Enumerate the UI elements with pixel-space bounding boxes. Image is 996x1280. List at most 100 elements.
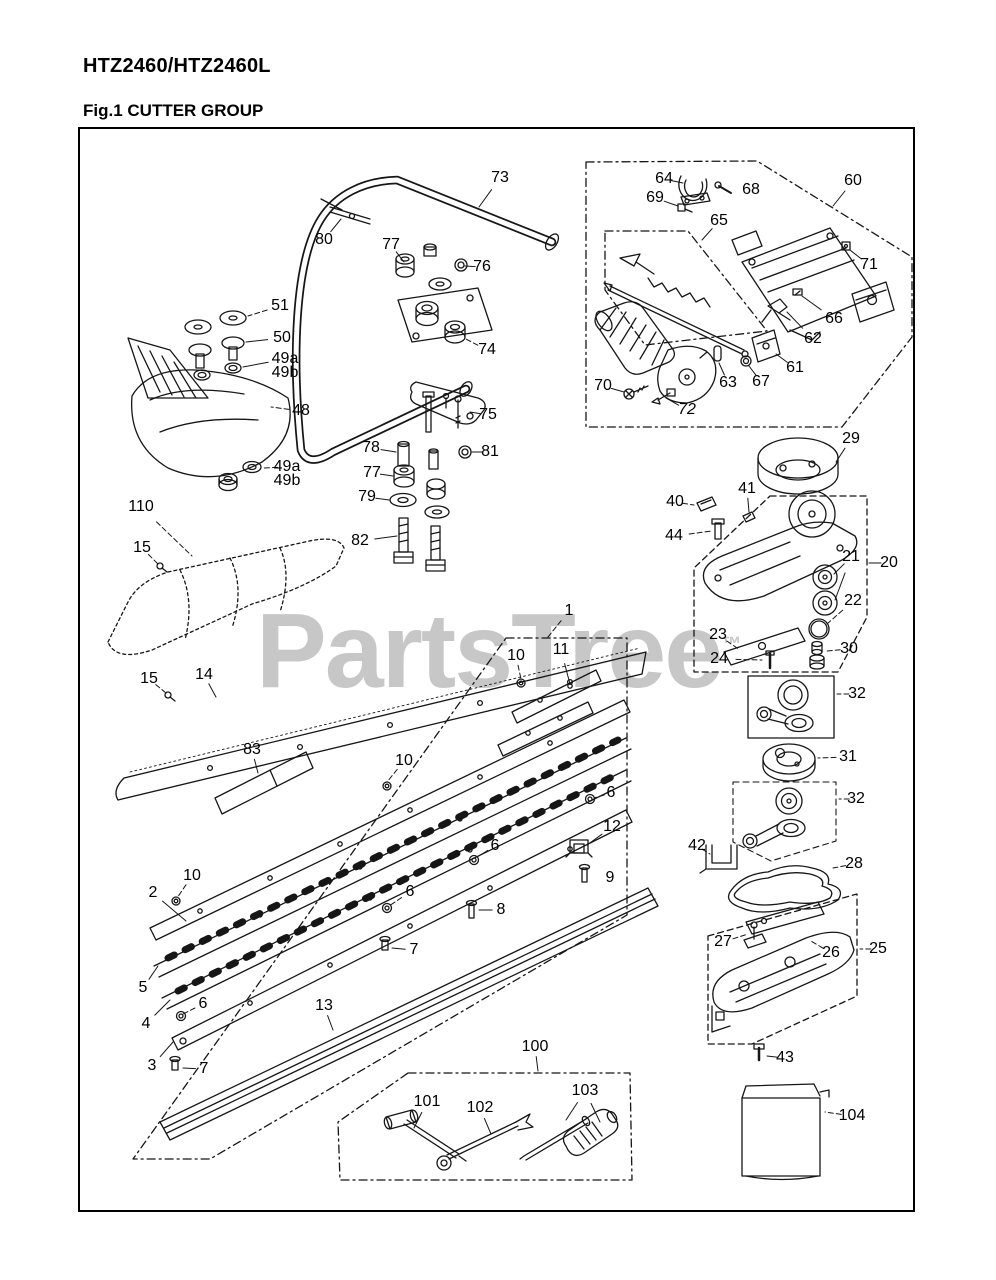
part-callout-65: 65 [710, 212, 728, 229]
levers-61-62-63-66-67 [713, 288, 803, 367]
clamp-plate-75 [410, 381, 486, 433]
part-callout-14: 14 [195, 666, 213, 683]
watermark-tm: ™ [721, 633, 742, 656]
wrench-102 [436, 1113, 534, 1171]
washer-stack-51-50-49 [184, 310, 262, 492]
part-callout-51: 51 [271, 297, 289, 314]
part-callout-31: 31 [839, 748, 857, 765]
figure-border [78, 127, 915, 1212]
group-box-20 [693, 495, 868, 673]
blade-cover-110 [107, 538, 345, 656]
part-callout-77: 77 [363, 464, 381, 481]
part-callout-66: 66 [825, 310, 843, 327]
lower-housing-25 [711, 931, 855, 1062]
tool-kit-box-100 [337, 1072, 633, 1181]
blade-5 [153, 736, 632, 978]
part-callout-20: 20 [880, 554, 898, 571]
clip-42 [699, 844, 738, 874]
part-callout-101: 101 [413, 1093, 441, 1110]
strips-11 [497, 669, 602, 757]
part-callout-64: 64 [655, 170, 673, 187]
part-callout-6: 6 [606, 784, 616, 801]
part-callout-26: 26 [822, 944, 840, 961]
sticker-83 [214, 751, 314, 815]
part-callout-11: 11 [552, 641, 570, 658]
part-callout-68: 68 [742, 181, 760, 198]
conrod-32-lower [732, 781, 837, 862]
part-callout-27: 27 [714, 933, 732, 950]
part-callout-6: 6 [198, 995, 208, 1012]
part-callout-6: 6 [405, 883, 415, 900]
part-callout-10: 10 [507, 647, 525, 664]
part-callout-25: 25 [869, 940, 887, 957]
part-callout-62: 62 [804, 330, 822, 347]
group-box-65 [604, 230, 768, 346]
part-callout-21: 21 [842, 548, 860, 565]
part-callout-75: 75 [479, 406, 497, 423]
part-callout-100: 100 [521, 1038, 549, 1055]
grip-assembly-60 [594, 301, 717, 404]
part-callout-80: 80 [315, 231, 333, 248]
part-callout-6: 6 [490, 837, 500, 854]
blade-4 [161, 769, 632, 1010]
conrod-32-upper [747, 675, 835, 739]
part-callout-5: 5 [138, 979, 148, 996]
part-callout-41: 41 [738, 480, 756, 497]
plate-26-27 [743, 901, 825, 949]
bearings-21-22 [808, 564, 838, 640]
fastener-column [389, 440, 472, 572]
part-callout-82: 82 [351, 532, 369, 549]
screws-68-69 [677, 181, 732, 213]
part-callout-43: 43 [776, 1049, 794, 1066]
part-callout-28: 28 [845, 855, 863, 872]
figure-title: Fig.1 CUTTER GROUP [83, 101, 264, 120]
part-callout-15: 15 [140, 670, 158, 687]
part-callout-70: 70 [594, 377, 612, 394]
part-callout-42: 42 [688, 837, 706, 854]
part-callout-8: 8 [496, 901, 506, 918]
part-callout-78: 78 [362, 439, 380, 456]
parts-40-41-44 [696, 496, 756, 540]
part-callout-7: 7 [199, 1060, 209, 1077]
part-callout-10: 10 [183, 867, 201, 884]
group-box-60 [585, 160, 913, 428]
part-callout-9: 9 [605, 869, 615, 886]
part-callout-10: 10 [395, 752, 413, 769]
part-callout-30: 30 [840, 640, 858, 657]
cam-disc-31 [762, 743, 816, 782]
part-callout-76: 76 [473, 258, 491, 275]
part-callout-44: 44 [665, 527, 683, 544]
part-callout-77: 77 [382, 236, 400, 253]
screws-70-72 [623, 385, 676, 405]
part-callout-22: 22 [844, 592, 862, 609]
part-callout-49b: 49b [273, 472, 301, 489]
part-callout-23: 23 [709, 626, 727, 643]
part-callout-74: 74 [478, 341, 496, 358]
screwdriver-103 [519, 1108, 619, 1161]
part-callout-49a: 49a [273, 458, 301, 475]
hand-guard-48 [127, 337, 291, 478]
gasket-28 [727, 865, 842, 913]
part-callout-81: 81 [481, 443, 499, 460]
part-callout-73: 73 [491, 169, 509, 186]
part-callout-69: 69 [646, 189, 664, 206]
plate-23-24-30 [723, 627, 825, 670]
leader-lines [147, 180, 882, 1135]
cover-bar-13 [159, 887, 659, 1141]
part-callout-7: 7 [409, 941, 419, 958]
group-box-25 [707, 893, 858, 1045]
watermark-text: PartsTree [256, 592, 723, 710]
part-callout-50: 50 [273, 329, 291, 346]
lower-guide-3 [171, 809, 633, 1051]
part-callout-72: 72 [678, 401, 696, 418]
part-callout-71: 71 [860, 256, 878, 273]
part-callout-13: 13 [315, 997, 333, 1014]
part-callout-40: 40 [666, 493, 684, 510]
watermark: PartsTree™ [256, 598, 741, 704]
part-callout-49a: 49a [271, 350, 299, 367]
bushing-77-upper [395, 253, 415, 278]
part-callout-104: 104 [838, 1107, 866, 1124]
